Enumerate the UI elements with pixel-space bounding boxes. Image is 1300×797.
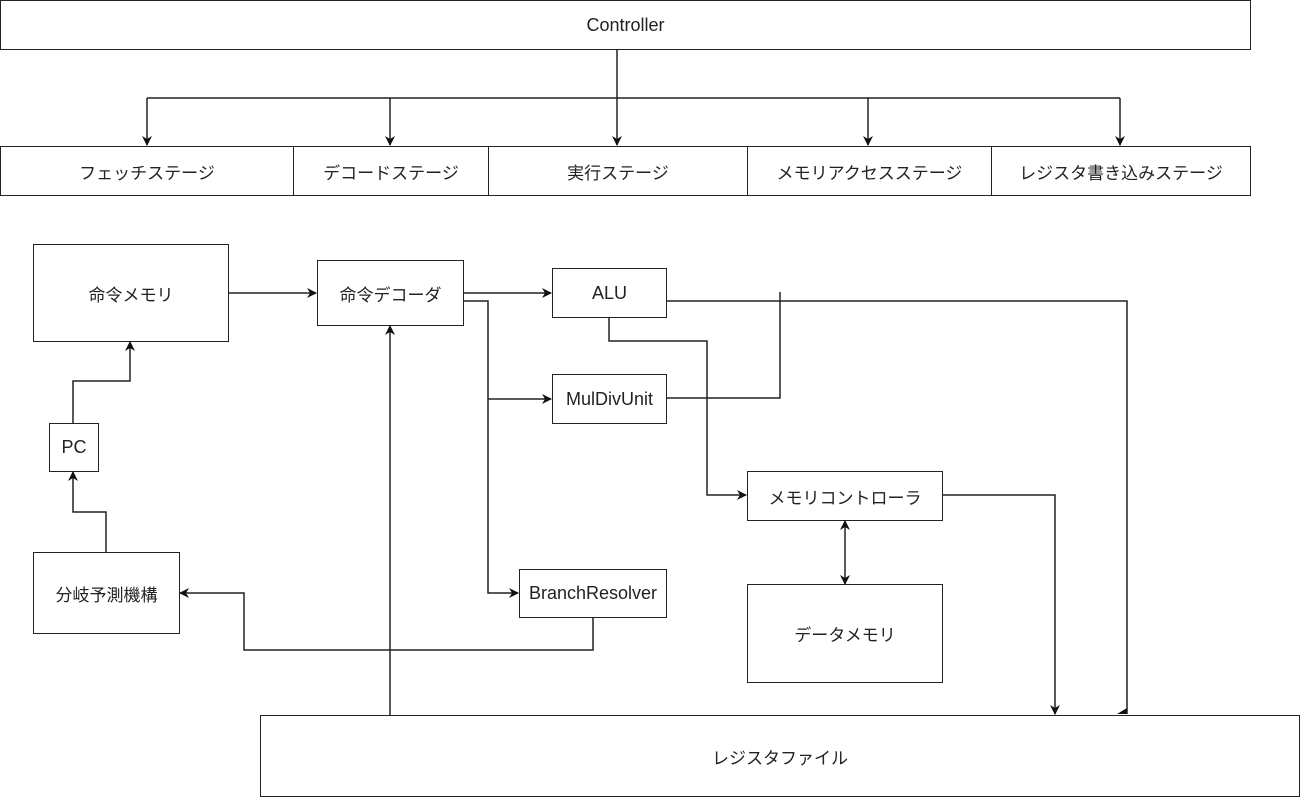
- wire-predictor-pc: [68, 471, 107, 552]
- wire-muldiv-join: [666, 292, 781, 399]
- block-label: ALU: [591, 282, 627, 303]
- wire-alu-memctrl: [608, 317, 747, 500]
- controller-label: Controller: [586, 14, 665, 35]
- stage-fetch[interactable]: フェッチステージ: [0, 146, 294, 196]
- stage-writeback[interactable]: レジスタ書き込みステージ: [991, 146, 1251, 196]
- stage-label: メモリアクセスステージ: [776, 163, 963, 184]
- register-file-block[interactable]: レジスタファイル: [260, 715, 1300, 797]
- branch-predictor-block[interactable]: 分岐予測機構: [33, 552, 180, 634]
- data-memory-block[interactable]: データメモリ: [747, 584, 943, 683]
- instruction-decoder-block[interactable]: 命令デコーダ: [317, 260, 464, 326]
- muldiv-unit-block[interactable]: MulDivUnit: [552, 374, 667, 424]
- block-label: 命令デコーダ: [339, 285, 442, 306]
- stage-decode[interactable]: デコードステージ: [293, 146, 489, 196]
- block-label: BranchResolver: [528, 583, 658, 603]
- block-label: MulDivUnit: [565, 388, 653, 409]
- memory-controller-block[interactable]: メモリコントローラ: [747, 471, 943, 521]
- branch-resolver-block[interactable]: BranchResolver: [519, 569, 667, 618]
- stage-label: レジスタ書き込みステージ: [1019, 163, 1223, 184]
- stage-label: 実行ステージ: [567, 163, 669, 184]
- controller-block[interactable]: Controller: [0, 0, 1251, 50]
- stage-label: デコードステージ: [323, 163, 459, 184]
- block-label: レジスタファイル: [712, 748, 848, 769]
- wire-memctrl-regfile: [942, 494, 1060, 715]
- wire-decoder-branch: [463, 300, 519, 598]
- wire-pc-imem: [72, 341, 135, 423]
- wire-resolver-predictor: [179, 588, 594, 651]
- stage-memory-access[interactable]: メモリアクセスステージ: [747, 146, 992, 196]
- block-label: メモリコントローラ: [768, 488, 922, 509]
- block-label: 命令メモリ: [88, 285, 174, 306]
- stage-execute[interactable]: 実行ステージ: [488, 146, 748, 196]
- wire-alu-regfile: [666, 300, 1128, 714]
- alu-block[interactable]: ALU: [552, 268, 667, 318]
- block-label: PC: [61, 437, 87, 457]
- pc-block[interactable]: PC: [49, 423, 99, 472]
- block-label: データメモリ: [794, 626, 896, 646]
- stage-label: フェッチステージ: [79, 163, 215, 184]
- instruction-memory-block[interactable]: 命令メモリ: [33, 244, 229, 342]
- block-label: 分岐予測機構: [55, 585, 158, 606]
